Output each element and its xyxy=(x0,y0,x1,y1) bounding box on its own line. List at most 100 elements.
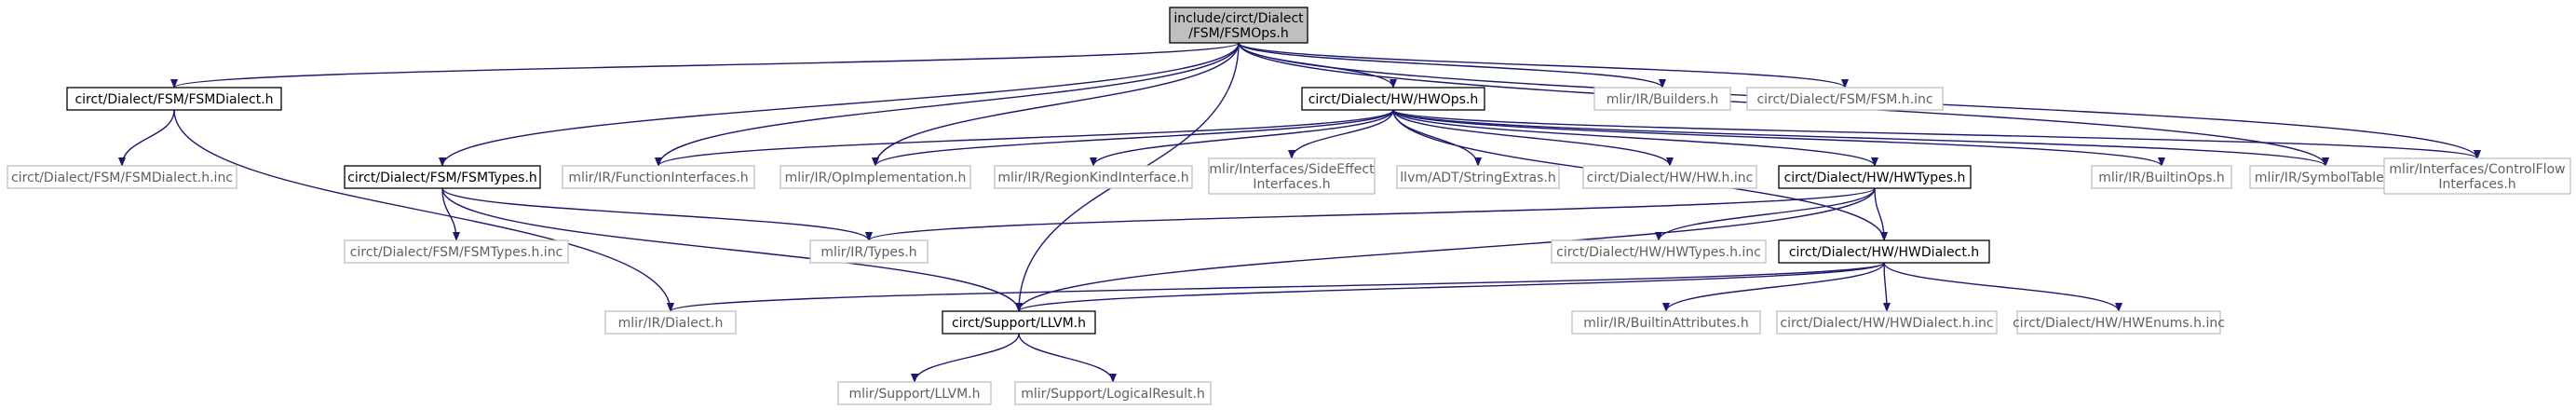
edge-hwops-to-opimpl xyxy=(872,109,1394,167)
edge-hwtypes-to-hwdialect xyxy=(1874,187,1888,241)
node-irdialect: mlir/IR/Dialect.h xyxy=(604,310,737,335)
node-hw_inc: circt/Dialect/HW/HW.h.inc xyxy=(1582,165,1757,189)
node-label: circt/Dialect/HW/HW.h.inc xyxy=(1587,171,1754,185)
node-label: circt/Dialect/FSM/FSM.h.inc xyxy=(1756,92,1932,107)
node-box xyxy=(1301,87,1485,111)
node-fsmdialect_inc: circt/Dialect/FSM/FSMDialect.h.inc xyxy=(7,165,237,189)
edge-fsmtypes-to-irtypes xyxy=(441,187,873,241)
node-label: llvm/ADT/StringExtras.h xyxy=(1400,171,1555,185)
edge-hwtypes-to-supportllvm xyxy=(1015,187,1876,312)
edge-hwops-to-sideeffect xyxy=(1288,109,1394,159)
node-label: circt/Dialect/FSM/FSMTypes.h xyxy=(347,171,537,185)
edge-hwops-to-builtinops xyxy=(1392,109,2165,167)
node-label: circt/Dialect/FSM/FSMDialect.h.inc xyxy=(11,171,233,185)
node-label: circt/Dialect/HW/HWTypes.h.inc xyxy=(1556,245,1761,260)
node-box xyxy=(942,310,1096,335)
edge-hwtypes-to-irtypes xyxy=(865,187,1876,241)
node-stringextras: llvm/ADT/StringExtras.h xyxy=(1396,165,1560,189)
edge-hwops-to-symboltable xyxy=(1392,109,2329,167)
node-fsmdialect[interactable]: circt/Dialect/FSM/FSMDialect.h xyxy=(66,87,282,111)
node-fsmtypes[interactable]: circt/Dialect/FSM/FSMTypes.h xyxy=(344,165,541,189)
edge-fsmops-to-fsm_inc xyxy=(1238,42,1849,89)
node-hwdialect_inc: circt/Dialect/HW/HWDialect.h.inc xyxy=(1776,310,1998,335)
node-label: mlir/IR/FunctionInterfaces.h xyxy=(568,171,748,185)
node-box xyxy=(809,239,929,264)
node-label: mlir/IR/Builders.h xyxy=(1607,92,1719,107)
node-builtinops: mlir/IR/BuiltinOps.h xyxy=(2091,165,2232,189)
node-box xyxy=(344,239,569,264)
node-label: /FSM/FSMOps.h xyxy=(1188,26,1289,41)
node-label: mlir/Interfaces/SideEffect xyxy=(1209,162,1375,177)
edge-fsmdialect-to-irdialect xyxy=(173,109,674,312)
node-fsmops[interactable]: include/circt/Dialect/FSM/FSMOps.h xyxy=(1169,7,1308,44)
node-box xyxy=(1746,87,1944,111)
edge-hwops-to-hwtypes xyxy=(1392,109,1878,167)
node-box xyxy=(994,165,1193,189)
node-box xyxy=(1551,239,1767,264)
node-box xyxy=(1582,165,1757,189)
node-label: Interfaces.h xyxy=(1253,177,1330,192)
node-box xyxy=(344,165,541,189)
edge-supportllvm-to-logicalresult xyxy=(1018,333,1117,383)
node-hwops[interactable]: circt/Dialect/HW/HWOps.h xyxy=(1301,87,1485,111)
node-builders: mlir/IR/Builders.h xyxy=(1593,87,1731,111)
node-box xyxy=(1571,310,1761,335)
node-symboltable: mlir/IR/SymbolTable.h xyxy=(2249,165,2402,189)
node-box xyxy=(1396,165,1560,189)
node-logicalresult: mlir/Support/LogicalResult.h xyxy=(1014,381,1212,405)
node-box xyxy=(1593,87,1731,111)
node-label: mlir/IR/Types.h xyxy=(820,245,916,260)
node-hwtypes_inc: circt/Dialect/HW/HWTypes.h.inc xyxy=(1551,239,1767,264)
edge-fsmops-to-fsmdialect xyxy=(170,42,1240,89)
node-fsm_inc: circt/Dialect/FSM/FSM.h.inc xyxy=(1746,87,1944,111)
node-box xyxy=(66,87,282,111)
node-label: circt/Dialect/FSM/FSMTypes.h.inc xyxy=(350,245,563,260)
node-label: mlir/Support/LLVM.h xyxy=(849,387,981,402)
node-label: mlir/IR/OpImplementation.h xyxy=(785,171,967,185)
edge-hwtypes-to-hwtypes_inc xyxy=(1655,187,1876,241)
edge-fsmtypes-to-fsmtypes_inc xyxy=(441,187,460,241)
node-box xyxy=(604,310,737,335)
edge-fsmops-to-opimpl xyxy=(872,42,1240,167)
node-box xyxy=(2249,165,2402,189)
node-regionkind: mlir/IR/RegionKindInterface.h xyxy=(994,165,1193,189)
node-label: mlir/IR/SymbolTable.h xyxy=(2255,171,2396,185)
edge-hwops-to-controlflow xyxy=(1392,109,2481,159)
node-box xyxy=(1776,310,1998,335)
edge-fsmtypes-to-supportllvm xyxy=(441,187,1023,312)
node-label: Interfaces.h xyxy=(2438,177,2515,192)
node-label: circt/Support/LLVM.h xyxy=(952,316,1086,331)
nodes-layer: include/circt/Dialect/FSM/FSMOps.h circt/… xyxy=(7,7,2571,405)
node-box xyxy=(2383,157,2571,195)
node-mlirsupportllvm: mlir/Support/LLVM.h xyxy=(837,381,992,405)
node-opimpl: mlir/IR/OpImplementation.h xyxy=(780,165,971,189)
node-hwdialect[interactable]: circt/Dialect/HW/HWDialect.h xyxy=(1778,239,1990,264)
node-box xyxy=(7,165,237,189)
edge-fsmdialect-to-fsmdialect_inc xyxy=(118,109,175,167)
node-box xyxy=(2091,165,2232,189)
node-label: circt/Dialect/HW/HWOps.h xyxy=(1308,92,1479,107)
node-box xyxy=(1014,381,1212,405)
edge-hwdialect-to-irdialect xyxy=(667,262,1885,312)
node-box xyxy=(1778,239,1990,264)
edge-hwops-to-hw_inc xyxy=(1392,109,1674,167)
edge-hwops-to-stringextras xyxy=(1392,109,1482,167)
node-box xyxy=(1169,7,1308,44)
node-box xyxy=(1208,157,1376,195)
edge-hwdialect-to-hwenums_inc xyxy=(1883,262,2122,312)
node-label: mlir/IR/BuiltinOps.h xyxy=(2098,171,2225,185)
node-label: mlir/IR/RegionKindInterface.h xyxy=(997,171,1188,185)
node-funcif: mlir/IR/FunctionInterfaces.h xyxy=(562,165,755,189)
node-fsmtypes_inc: circt/Dialect/FSM/FSMTypes.h.inc xyxy=(344,239,569,264)
node-irtypes: mlir/IR/Types.h xyxy=(809,239,929,264)
node-builtinattrs: mlir/IR/BuiltinAttributes.h xyxy=(1571,310,1761,335)
node-hwtypes[interactable]: circt/Dialect/HW/HWTypes.h xyxy=(1778,165,1972,189)
edges-layer xyxy=(118,42,2481,383)
node-label: mlir/Support/LogicalResult.h xyxy=(1021,387,1205,402)
node-supportllvm[interactable]: circt/Support/LLVM.h xyxy=(942,310,1096,335)
edge-hwdialect-to-hwdialect_inc xyxy=(1882,262,1891,312)
node-box xyxy=(2016,310,2221,335)
edge-supportllvm-to-mlirsupportllvm xyxy=(911,333,1020,383)
